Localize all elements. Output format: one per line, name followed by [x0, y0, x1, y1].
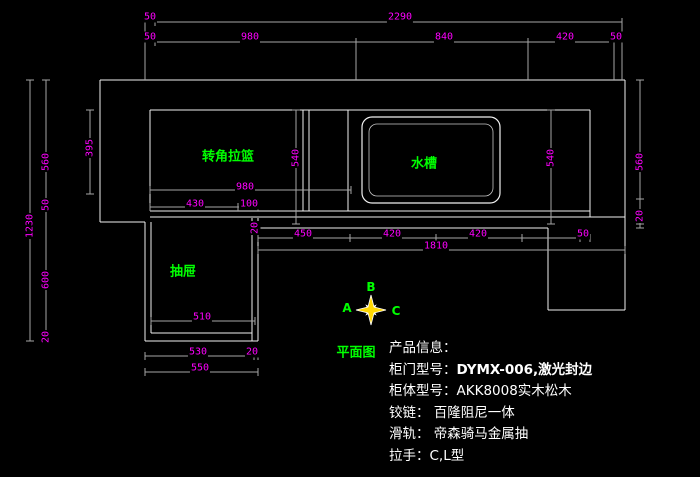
- slide-label: 滑轨：: [389, 426, 434, 442]
- dim-top-2290: 2290: [386, 11, 414, 23]
- dim-right-20: 20: [634, 208, 646, 224]
- compass-letter-a: A: [342, 301, 352, 315]
- dim-bottom-530: 530: [187, 346, 209, 358]
- dim-bottom-550: 550: [189, 362, 211, 374]
- dim-inner-980: 980: [234, 181, 256, 193]
- slide-value: 帝森骑马金属抽: [433, 426, 529, 442]
- door-model-label: 柜门型号：: [389, 361, 457, 378]
- handle-label: 拉手：: [389, 447, 430, 464]
- dim-front-1810: 1810: [422, 240, 450, 252]
- dim-drawer-510: 510: [191, 311, 213, 323]
- body-model-label: 柜体型号：: [389, 383, 457, 399]
- product-info-row-hinge: 铰链： 百隆阻尼一体: [389, 403, 592, 425]
- dim-top2-50r: 50: [608, 31, 624, 43]
- dim-inner-540-left: 540: [290, 147, 302, 169]
- door-model-value: DYMX-006,激光封边: [456, 361, 593, 378]
- dim-left-20: 20: [40, 329, 52, 345]
- dim-top2-50l: 50: [142, 31, 158, 43]
- dim-inner-395: 395: [84, 137, 96, 159]
- dim-inner-100: 100: [238, 198, 260, 210]
- label-drawer: 抽屉: [167, 260, 199, 280]
- dim-left-560: 560: [40, 151, 52, 173]
- product-info-row-door: 柜门型号：DYMX-006,激光封边: [389, 360, 592, 382]
- dim-bottom-20: 20: [244, 346, 260, 358]
- product-info-row-slide: 滑轨： 帝森骑马金属抽: [389, 424, 592, 446]
- product-info-row-handle: 拉手：C,L型: [389, 446, 592, 468]
- dim-left-1230: 1230: [24, 212, 36, 240]
- plan-title: 平面图: [334, 341, 378, 361]
- dim-top2-420: 420: [554, 31, 576, 43]
- product-info-header: 产品信息：: [389, 340, 457, 356]
- product-info-block: 产品信息： 柜门型号：DYMX-006,激光封边 柜体型号：AKK8008实木松…: [389, 338, 592, 467]
- product-info-row-body: 柜体型号：AKK8008实木松木: [389, 381, 592, 403]
- dim-left-600: 600: [40, 269, 52, 291]
- label-sink: 水槽: [408, 152, 440, 172]
- dim-front-450: 450: [292, 228, 314, 240]
- label-corner-basket: 转角拉篮: [199, 145, 257, 165]
- dim-inner-430: 430: [184, 198, 206, 210]
- dim-top-50: 50: [142, 11, 158, 23]
- handle-value: C,L型: [429, 447, 465, 464]
- dim-front-50: 50: [575, 228, 591, 240]
- compass-letter-c: C: [391, 304, 401, 318]
- dim-inner-20: 20: [249, 220, 261, 236]
- dim-top2-980: 980: [239, 31, 261, 43]
- dim-top2-840: 840: [433, 31, 455, 43]
- dim-front-420b: 420: [467, 228, 489, 240]
- dim-front-420a: 420: [381, 228, 403, 240]
- hinge-label: 铰链：: [389, 404, 434, 421]
- dim-left-50: 50: [40, 197, 52, 213]
- hinge-value: 百隆阻尼一体: [433, 404, 515, 421]
- dim-right-560: 560: [634, 151, 646, 173]
- dim-inner-540-right: 540: [545, 147, 557, 169]
- sink-symbol: [361, 116, 501, 204]
- body-model-value: AKK8008实木松木: [456, 383, 572, 399]
- compass-icon: [355, 294, 387, 326]
- compass-letter-b: B: [366, 280, 376, 294]
